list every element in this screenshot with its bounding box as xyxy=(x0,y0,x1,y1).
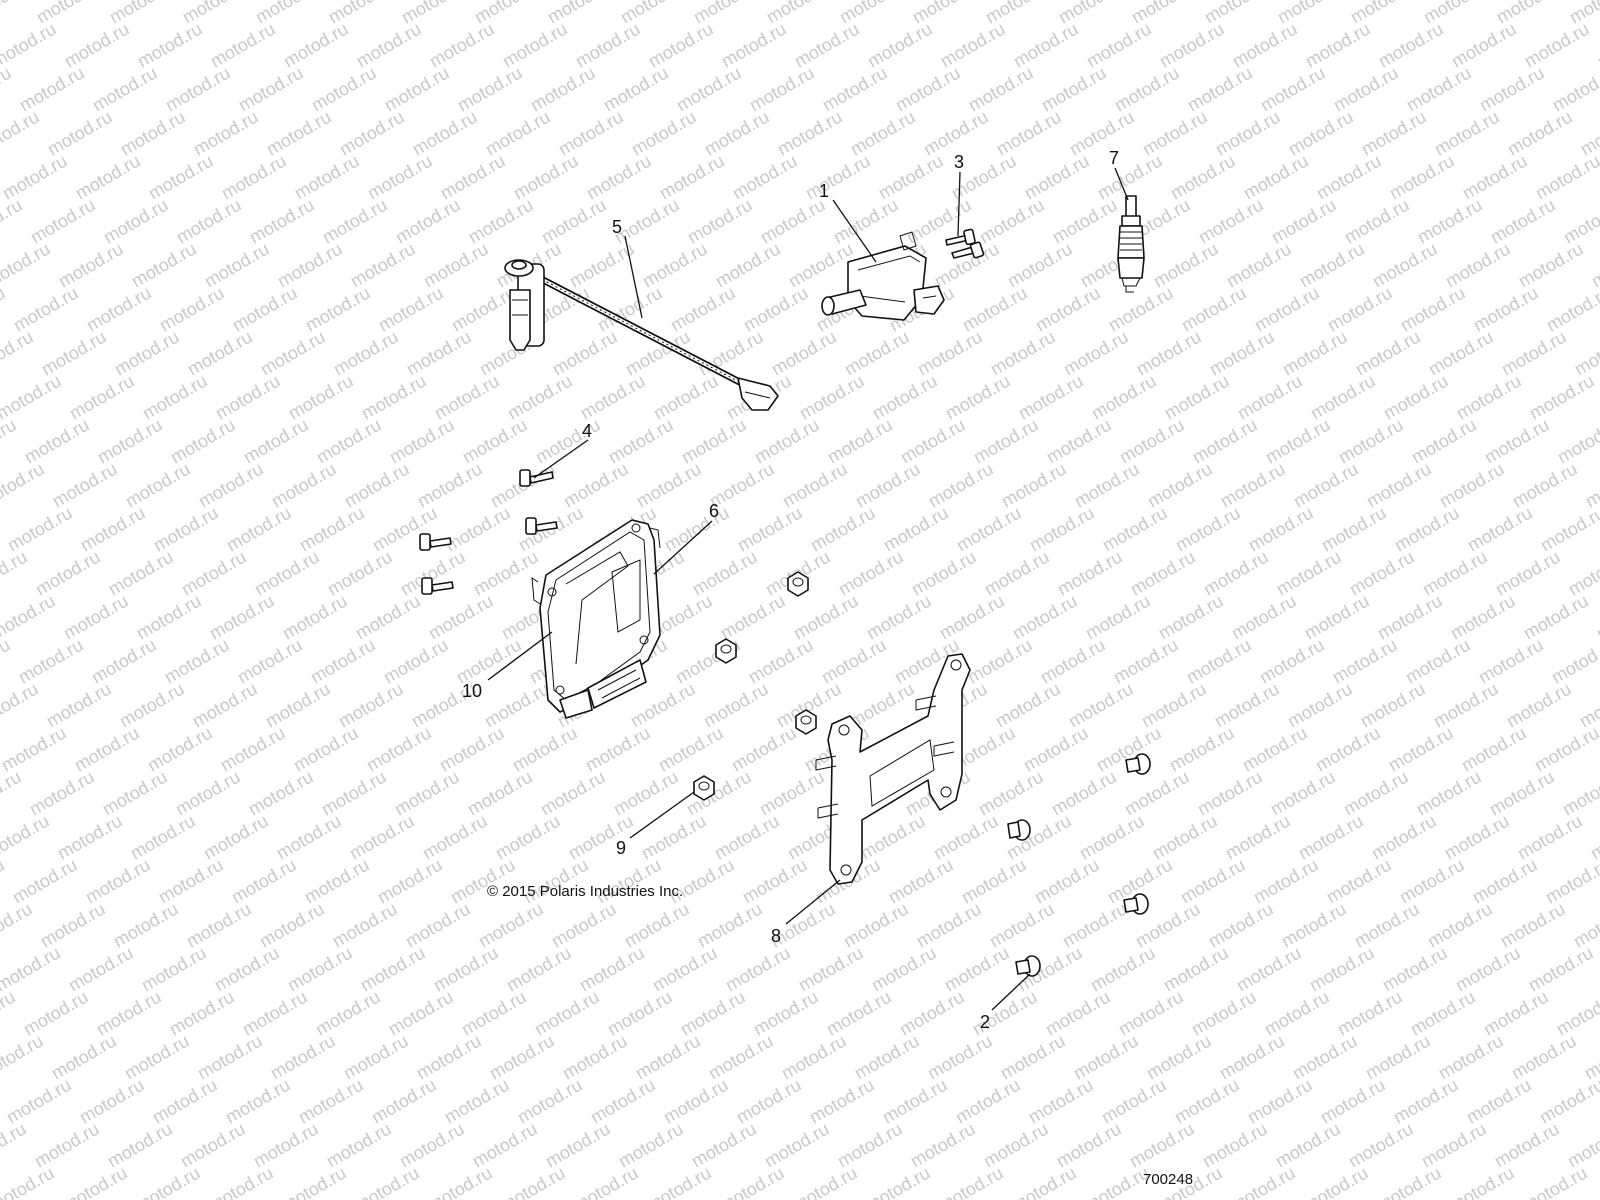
leader-9 xyxy=(629,791,695,839)
leader-4 xyxy=(533,439,589,479)
callout-2: 2 xyxy=(980,1012,990,1032)
leader-8 xyxy=(785,879,841,925)
spark-plug-wire xyxy=(504,259,779,411)
callout-1: 1 xyxy=(819,181,829,201)
mounting-bracket xyxy=(815,653,971,885)
spark-plug xyxy=(1117,195,1145,293)
callout-6: 6 xyxy=(709,501,719,521)
nut-9 xyxy=(693,775,715,801)
diagram-number: 700248 xyxy=(1143,1171,1193,1188)
callout-5: 5 xyxy=(612,217,622,237)
callout-8: 8 xyxy=(771,926,781,946)
callout-7: 7 xyxy=(1109,148,1119,168)
leader-5 xyxy=(624,235,643,319)
coil-screws xyxy=(945,228,985,259)
callout-9: 9 xyxy=(616,838,626,858)
leader-10 xyxy=(487,631,553,681)
copyright-notice: © 2015 Polaris Industries Inc. xyxy=(487,883,683,900)
nut-middle xyxy=(715,638,737,664)
nut-bracket xyxy=(795,709,817,735)
callout-3: 3 xyxy=(954,152,964,172)
leader-2 xyxy=(991,973,1031,1011)
ecu-module xyxy=(531,519,661,719)
callout-10: 10 xyxy=(462,681,482,701)
bracket-screws xyxy=(1007,753,1151,977)
callout-4: 4 xyxy=(582,421,592,441)
ecu-screws xyxy=(419,469,558,595)
leader-3 xyxy=(957,171,961,237)
leader-1 xyxy=(832,199,877,263)
ignition-coil xyxy=(821,231,945,321)
nut-upper-right xyxy=(787,571,809,597)
leader-6 xyxy=(653,520,713,575)
leader-7 xyxy=(1114,167,1129,201)
